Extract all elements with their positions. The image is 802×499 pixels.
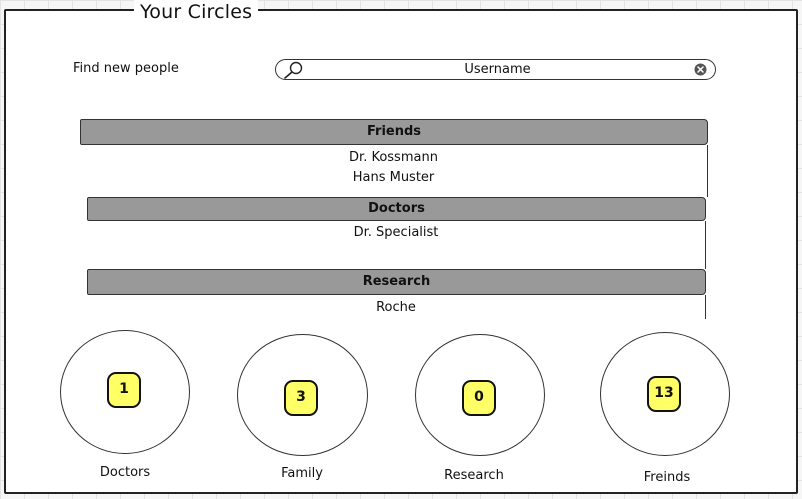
list-item[interactable]: Dr. Kossmann <box>349 150 438 165</box>
search-icon <box>284 61 303 79</box>
circle-doctors[interactable]: 1 <box>60 330 190 454</box>
window-title: Your Circles <box>134 0 259 24</box>
list-item[interactable]: Roche <box>376 300 416 315</box>
count-badge: 3 <box>284 380 318 416</box>
group-list-friends: Dr. Kossmann Hans Muster <box>80 145 708 197</box>
list-item[interactable]: Dr. Specialist <box>353 225 439 240</box>
count-badge: 0 <box>462 380 496 416</box>
clear-icon[interactable] <box>694 63 707 76</box>
group-header-doctors[interactable]: Doctors <box>87 197 706 221</box>
group-header-friends[interactable]: Friends <box>80 119 708 145</box>
list-item[interactable]: Hans Muster <box>352 170 435 185</box>
search-box[interactable] <box>275 59 716 80</box>
group-list-doctors: Dr. Specialist <box>87 221 706 269</box>
circle-label-research: Research <box>444 468 504 483</box>
username-search-input[interactable] <box>306 61 689 78</box>
circle-label-friends: Freinds <box>643 470 691 485</box>
circle-research[interactable]: 0 <box>415 334 545 456</box>
count-badge: 13 <box>647 376 681 412</box>
circle-label-doctors: Doctors <box>99 465 151 480</box>
group-list-research: Roche <box>87 295 706 319</box>
count-badge: 1 <box>107 372 141 408</box>
find-people-label: Find new people <box>73 61 179 76</box>
circle-label-family: Family <box>281 466 323 481</box>
group-header-research[interactable]: Research <box>87 269 706 295</box>
circle-friends[interactable]: 13 <box>600 332 730 456</box>
circle-family[interactable]: 3 <box>237 334 368 456</box>
